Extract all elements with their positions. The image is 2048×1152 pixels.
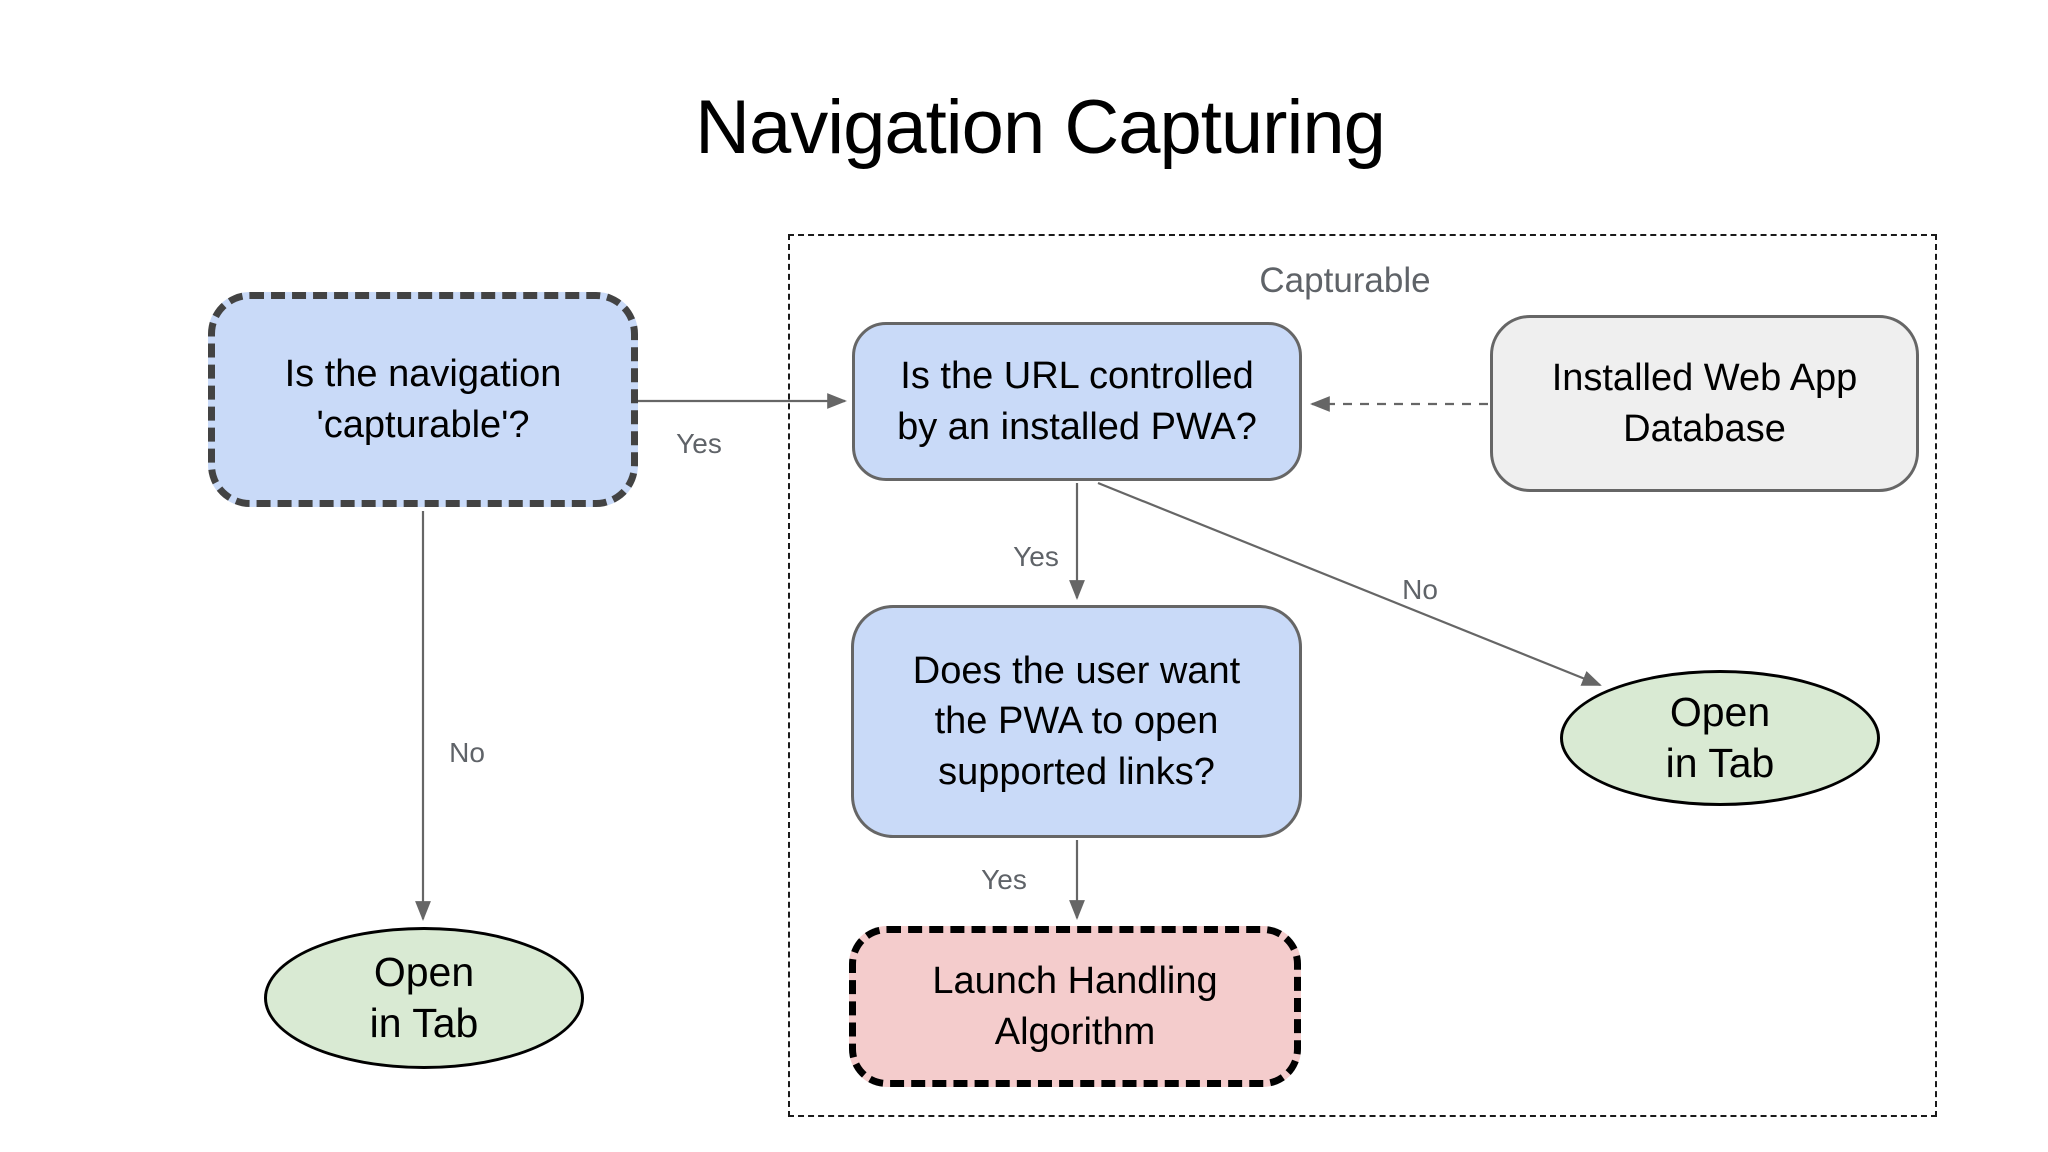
- capturable-group-box: [788, 234, 1937, 1117]
- edge-label-url-controlled-no: No: [1402, 574, 1438, 605]
- edge-label-capturable-yes: Yes: [676, 428, 722, 459]
- node-installed-web-app-database: Installed Web App Database: [1490, 315, 1919, 492]
- capturable-group-label: Capturable: [1259, 261, 1431, 300]
- node-open-in-tab-left: Open in Tab: [264, 927, 584, 1069]
- page-title: Navigation Capturing: [695, 85, 1386, 170]
- node-open-in-tab-right: Open in Tab: [1560, 670, 1880, 806]
- node-does-user-want-supported-links: Does the user want the PWA to open suppo…: [851, 605, 1302, 838]
- edge-label-supported-links-yes: Yes: [981, 864, 1027, 895]
- node-is-url-controlled-by-pwa: Is the URL controlled by an installed PW…: [852, 322, 1302, 481]
- edge-label-capturable-no: No: [449, 737, 485, 768]
- node-launch-handling-algorithm: Launch Handling Algorithm: [849, 926, 1301, 1087]
- node-is-navigation-capturable: Is the navigation 'capturable'?: [208, 292, 638, 507]
- edge-label-url-controlled-yes: Yes: [1013, 541, 1059, 572]
